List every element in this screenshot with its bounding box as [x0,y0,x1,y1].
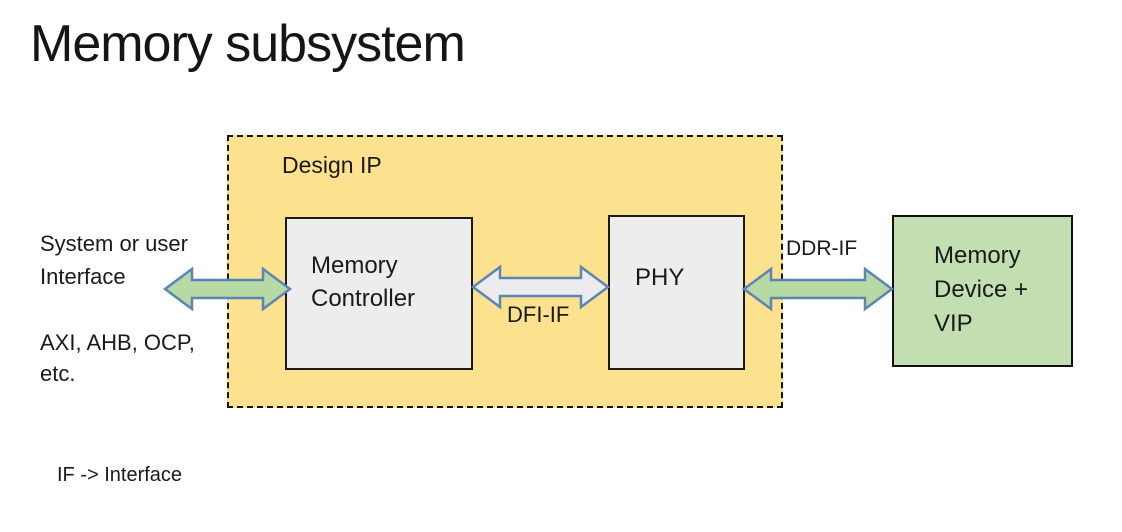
slide-title: Memory subsystem [30,15,466,73]
design-ip-label: Design IP [282,152,382,178]
memory-controller-label: Memory Controller [311,252,416,312]
memory-device-label: Memory Device + VIP [934,242,1029,337]
phy-label: PHY [635,264,685,291]
ddr-if-label: DDR-IF [786,237,858,260]
phy-block: PHY [608,215,745,370]
footnote: IF -> Interface [57,464,183,486]
protocols-label: AXI, AHB, OCP, etc. [40,330,195,386]
system-interface-label: System or user Interface [40,231,188,289]
memory-controller-block: Memory Controller [285,217,473,370]
dfi-if-label: DFI-IF [507,302,570,327]
memory-device-block: Memory Device + VIP [892,215,1073,367]
